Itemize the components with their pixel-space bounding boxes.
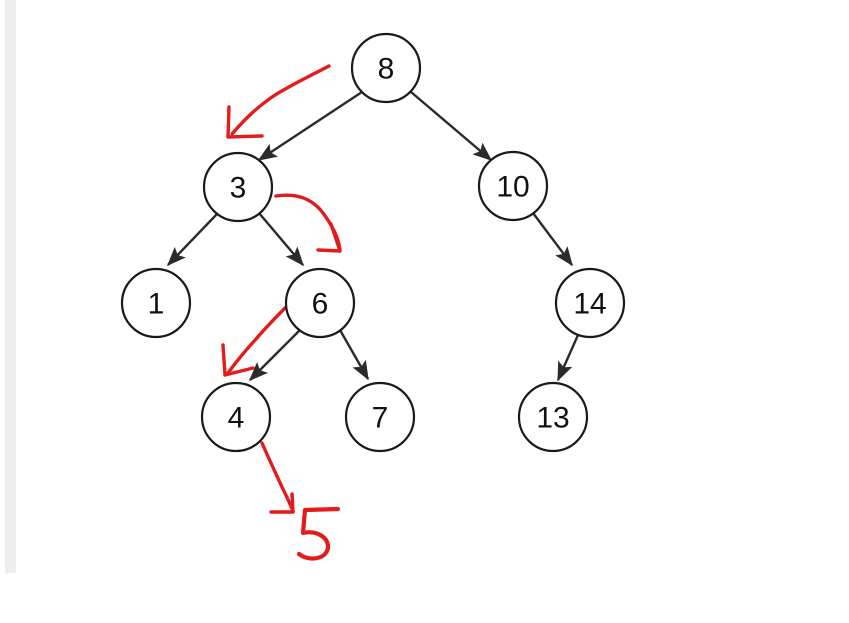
node-3-circle[interactable] <box>202 151 274 223</box>
edge-6-to-4 <box>248 329 301 382</box>
node-6[interactable]: 6 <box>284 267 356 339</box>
edge-10-to-14 <box>532 212 573 267</box>
node-8-circle[interactable] <box>350 32 422 104</box>
red-arrow-to-node-6-head <box>316 222 342 253</box>
edge-6-to-7 <box>338 329 370 381</box>
node-4[interactable]: 4 <box>200 381 272 453</box>
node-10-circle[interactable] <box>477 150 549 222</box>
handwritten-five-glyph <box>296 506 341 561</box>
node-3-label: 3 <box>230 172 247 205</box>
tree-nodes: 8 3 10 1 6 <box>120 32 626 453</box>
node-6-circle[interactable] <box>284 267 356 339</box>
red-annotations <box>221 64 342 561</box>
edge-8-to-3 <box>257 90 363 162</box>
node-7[interactable]: 7 <box>344 381 416 453</box>
edge-14-to-13 <box>556 334 580 382</box>
node-1-label: 1 <box>148 288 165 321</box>
left-gutter-band <box>5 0 16 573</box>
node-7-circle[interactable] <box>344 381 416 453</box>
node-3[interactable]: 3 <box>202 151 274 223</box>
edge-3-to-6 <box>258 212 304 267</box>
red-arrow-to-node-3-head <box>226 105 264 139</box>
node-13[interactable]: 13 <box>517 381 589 453</box>
node-14-label: 14 <box>573 288 606 321</box>
node-4-circle[interactable] <box>200 381 272 453</box>
node-14-circle[interactable] <box>554 267 626 339</box>
node-8[interactable]: 8 <box>350 32 422 104</box>
red-arrow-to-value-5-shaft <box>260 441 295 513</box>
node-1-circle[interactable] <box>120 267 192 339</box>
node-13-label: 13 <box>536 402 569 435</box>
node-14[interactable]: 14 <box>554 267 626 339</box>
node-7-label: 7 <box>372 402 389 435</box>
red-arrow-to-value-5-head <box>269 492 295 514</box>
tree-edges <box>167 90 580 382</box>
red-arrow-to-node-6-shaft <box>274 193 342 251</box>
node-8-label: 8 <box>378 53 395 86</box>
edge-8-to-10 <box>410 91 493 161</box>
node-10[interactable]: 10 <box>477 150 549 222</box>
node-4-label: 4 <box>228 402 245 435</box>
node-6-label: 6 <box>312 288 329 321</box>
red-arrow-to-node-4-shaft <box>226 301 292 375</box>
node-10-label: 10 <box>496 171 529 204</box>
node-13-circle[interactable] <box>517 381 589 453</box>
red-arrow-to-node-3-shaft <box>230 64 331 136</box>
node-1[interactable]: 1 <box>120 267 192 339</box>
red-arrow-to-node-4-head <box>221 343 255 377</box>
edge-3-to-1 <box>167 213 218 267</box>
